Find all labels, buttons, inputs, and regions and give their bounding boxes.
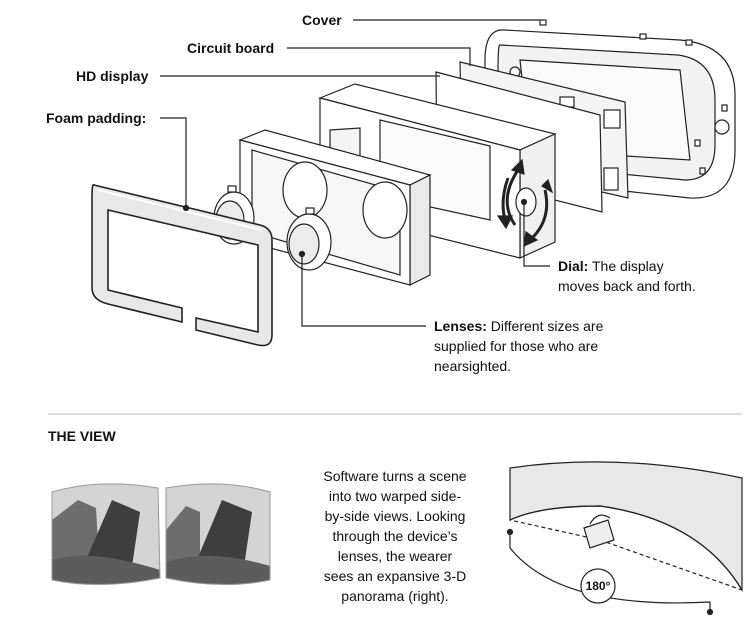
- view-description-line: Software turns a scene: [323, 468, 467, 484]
- warped-views: [51, 483, 271, 586]
- label-dial: Dial: The display moves back and forth.: [558, 256, 696, 296]
- label-hd-display: HD display: [76, 68, 149, 84]
- lenses-text-3: nearsighted.: [434, 358, 512, 374]
- lens-frame-part: [238, 129, 432, 286]
- view-description: Software turns a scene into two warped s…: [300, 466, 490, 606]
- label-cover: Cover: [302, 12, 342, 28]
- lenses-text-1: Different sizes are: [486, 318, 604, 334]
- label-foam-padding: Foam padding:: [46, 110, 147, 126]
- dial-title: Dial:: [558, 258, 589, 274]
- foam-padding-part: [91, 183, 273, 347]
- view-description-line: into two warped side-: [328, 488, 462, 504]
- view-description-line: by-side views. Looking: [324, 508, 466, 524]
- lenses-title: Lenses:: [434, 318, 487, 334]
- view-description-line: through the device’s: [332, 528, 458, 544]
- view-description-line: lenses, the wearer: [337, 548, 453, 564]
- panorama-diagram: [506, 461, 743, 616]
- dial-text-1: The display: [588, 258, 664, 274]
- section-title-the-view: THE VIEW: [48, 428, 116, 444]
- label-lenses: Lenses: Different sizes are supplied for…: [434, 316, 603, 376]
- leader-lines: [160, 19, 550, 327]
- view-description-line: panorama (right).: [341, 588, 449, 604]
- angle-label-180: 180°: [585, 579, 611, 593]
- label-circuit-board: Circuit board: [187, 40, 275, 56]
- view-description-line: sees an expansive 3-D: [323, 568, 467, 584]
- dial-text-2: moves back and forth.: [558, 278, 696, 294]
- lenses-text-2: supplied for those who are: [434, 338, 599, 354]
